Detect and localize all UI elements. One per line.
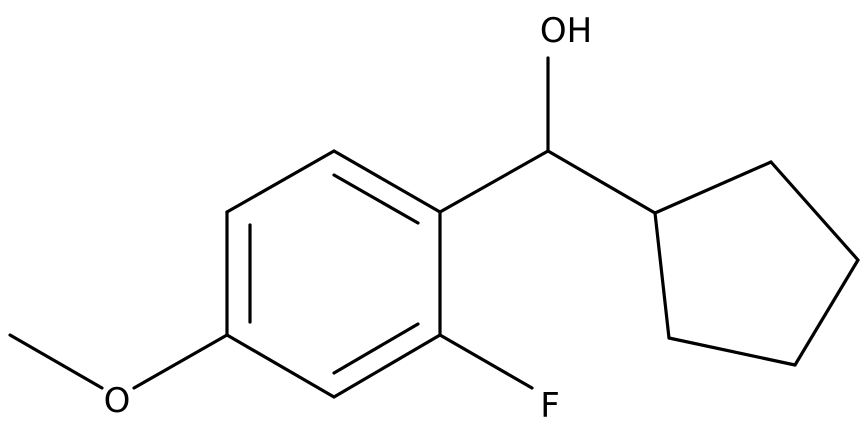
ring-bond-c1-c2 <box>332 149 442 214</box>
cyclopentyl-bond-2 <box>769 160 860 262</box>
ring-bond-c4-c5 <box>225 333 336 399</box>
fluorine-label: F <box>540 386 560 426</box>
aromatic-inner-bond-3 <box>332 322 420 375</box>
bond-carbinol-to-cyclopentyl <box>546 149 657 215</box>
methoxy-oxygen-label: O <box>104 381 131 421</box>
bond-ring-to-fluorine <box>438 333 534 390</box>
cyclopentyl-bond-4 <box>667 336 797 367</box>
ring-bond-c5-c6 <box>332 333 442 399</box>
cyclopentyl-bond-5 <box>653 211 671 340</box>
cyclopentyl-bond-3 <box>793 258 860 367</box>
cyclopentyl-bond-1 <box>653 160 773 215</box>
bond-methoxy-oxygen-to-methyl <box>8 333 104 390</box>
hydroxyl-label: OH <box>540 11 592 51</box>
bond-ring-to-carbinol <box>438 149 550 214</box>
aromatic-inner-bond-1 <box>332 173 420 225</box>
bond-ring-to-methoxy-oxygen <box>132 333 229 390</box>
ring-bond-c2-c3 <box>225 149 336 214</box>
